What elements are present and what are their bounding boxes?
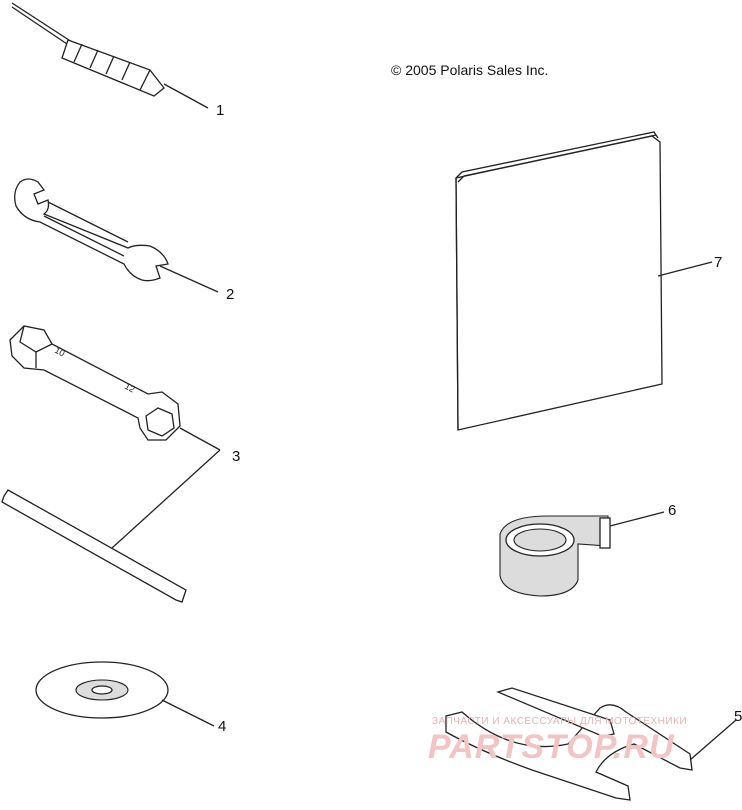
- screwdriver-part: [11, 2, 209, 109]
- callout-1-label: 1: [216, 102, 225, 119]
- copyright-notice: © 2005 Polaris Sales Inc.: [391, 62, 549, 78]
- watermark-brand: PARTSTOP.RU: [428, 728, 675, 766]
- svg-text:10: 10: [53, 345, 67, 359]
- callout-5-label: 5: [734, 708, 742, 725]
- strap-part: [499, 511, 665, 597]
- callout-3-label: 3: [232, 448, 241, 465]
- spanner-part: [445, 687, 737, 801]
- callout-7-label: 7: [714, 254, 723, 271]
- watermark-tagline: ЗАПЧАСТИ И АКСЕССУАРЫ ДЛЯ МОТОТЕХНИКИ: [432, 716, 688, 727]
- disc-part: [35, 661, 215, 727]
- callout-6-label: 6: [668, 502, 677, 519]
- socket-tool-part: 10 12: [1, 325, 221, 603]
- callout-2-label: 2: [226, 286, 235, 303]
- wrench-part: [14, 178, 219, 293]
- manual-part: [455, 131, 713, 431]
- callout-4-label: 4: [218, 718, 227, 735]
- svg-text:12: 12: [123, 381, 137, 395]
